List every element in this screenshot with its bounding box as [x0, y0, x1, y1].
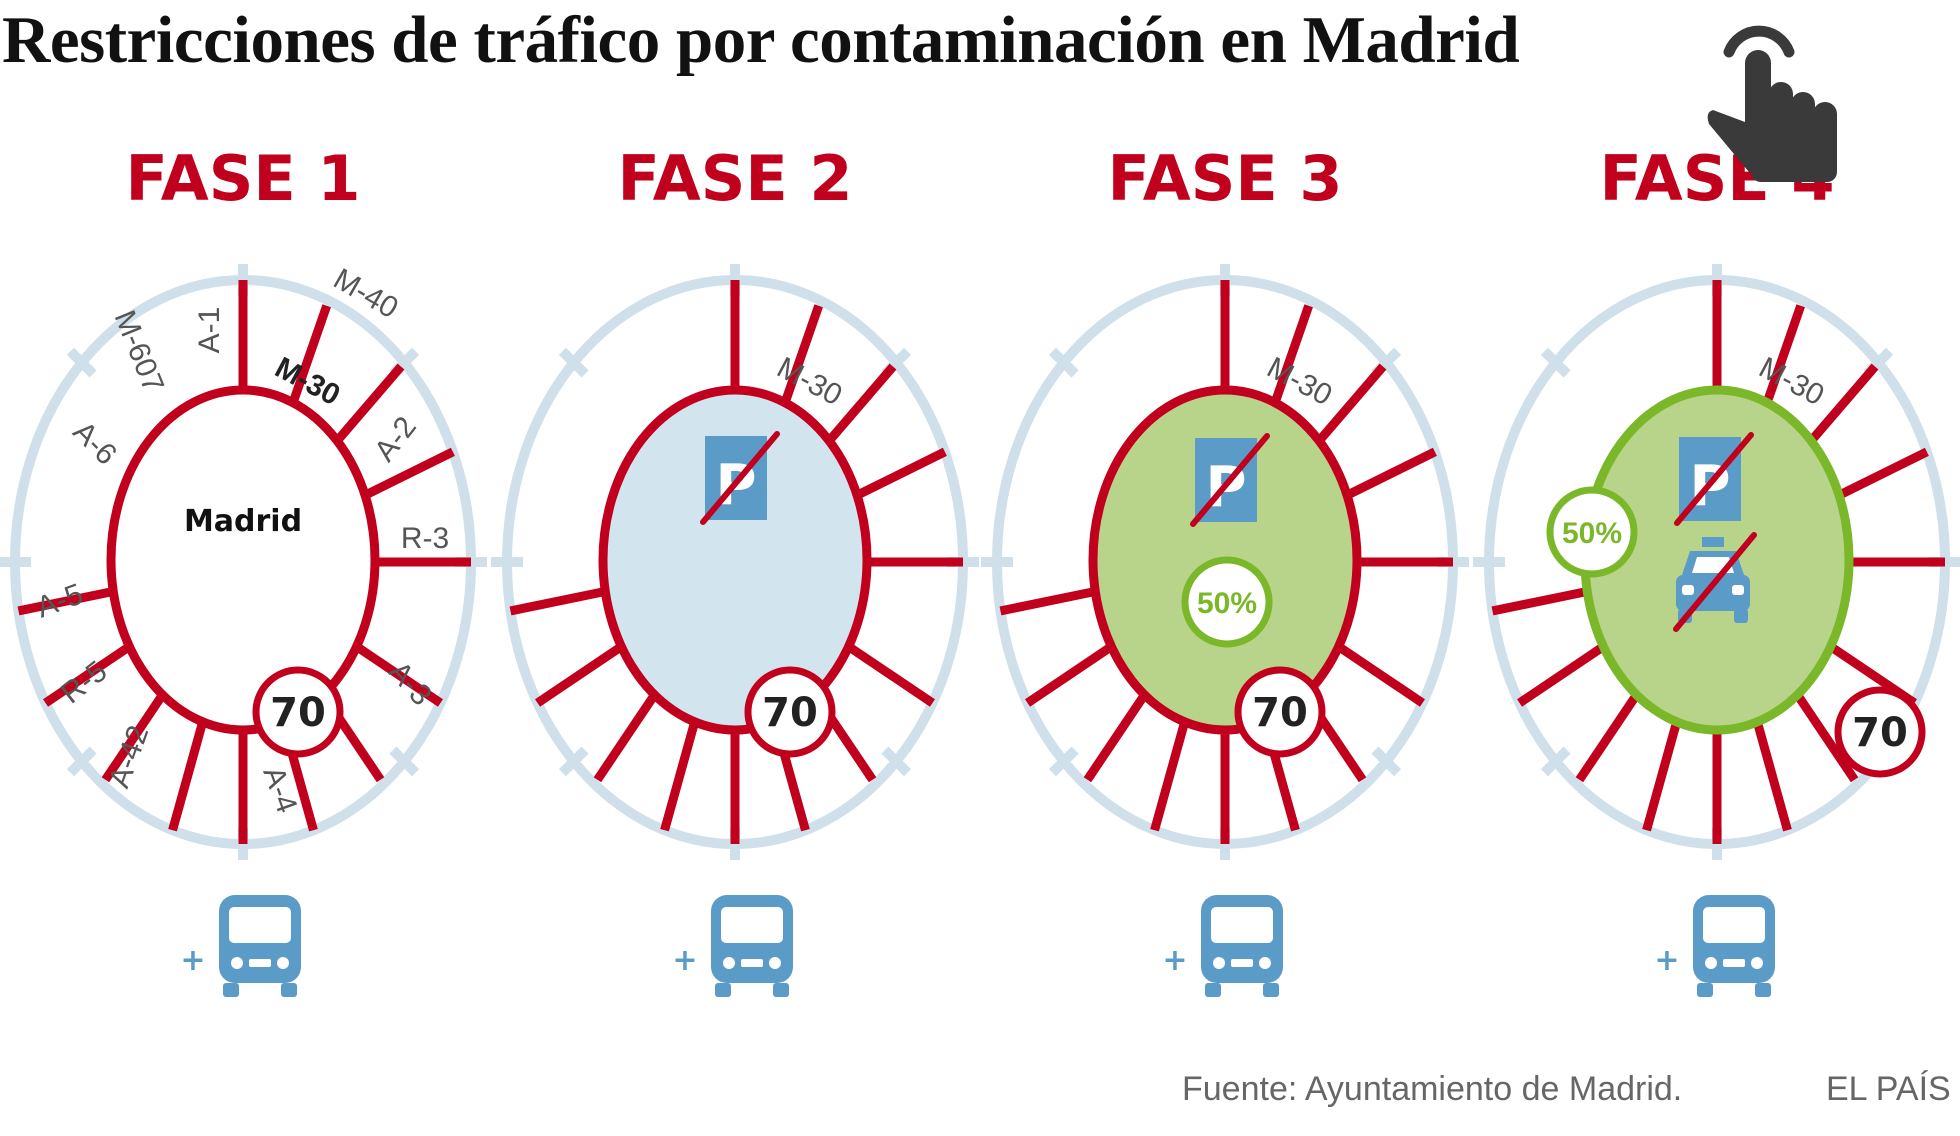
radial-road	[1083, 693, 1148, 783]
radial-road	[1517, 643, 1606, 707]
no-parking-icon: P	[1674, 432, 1754, 526]
radial-road	[1642, 722, 1681, 832]
hand-pointer-icon[interactable]	[1705, 12, 1865, 187]
phase-3: FASE 3M-30P50%70+	[981, 142, 1469, 997]
ban-line	[1190, 433, 1270, 527]
m30-ring	[106, 385, 380, 735]
label-a42: A-42	[103, 721, 156, 792]
speed-limit-sign: 70	[1234, 666, 1326, 758]
m40-junction	[66, 746, 97, 777]
speed-limit-value: 70	[1852, 710, 1908, 756]
m40-junction	[1371, 746, 1402, 777]
percent-label: 50%	[1197, 587, 1257, 620]
label-a5: A-5	[32, 578, 87, 625]
m40-junction	[558, 347, 589, 378]
m40-junction	[1540, 746, 1571, 777]
label-m607: M-607	[108, 306, 170, 397]
radial-road	[1336, 643, 1425, 707]
phase-4: FASE 4M-30P50%70+	[1473, 142, 1960, 997]
label-madrid: Madrid	[184, 504, 302, 539]
no-parking-icon: P	[1190, 433, 1270, 527]
taxi-icon	[1673, 532, 1757, 632]
plus-sign: +	[1654, 943, 1679, 978]
label-a2: A-2	[368, 411, 423, 468]
radial-road	[660, 722, 699, 832]
radial-road	[1806, 363, 1879, 445]
radial-road	[362, 447, 455, 500]
speed-limit-value: 70	[1252, 690, 1308, 736]
radial-road	[1836, 447, 1929, 500]
bus-icon	[219, 895, 301, 997]
plus-sign: +	[180, 943, 205, 978]
label-a6: A-6	[67, 415, 123, 471]
radial-road	[824, 363, 897, 445]
bus-icon	[1201, 895, 1283, 997]
m40-junction	[389, 746, 420, 777]
speed-limit-sign: 70	[252, 666, 344, 758]
m40-junction	[1048, 746, 1079, 777]
percent-badge: 50%	[1181, 556, 1273, 648]
m40-junction	[881, 746, 912, 777]
radial-road	[1270, 304, 1313, 406]
radial-road	[854, 447, 947, 500]
radial-road	[535, 643, 624, 707]
ban-line	[1674, 432, 1754, 526]
m40-junction	[558, 746, 589, 777]
label-a3: A-3	[382, 655, 438, 712]
radial-road	[1344, 447, 1437, 500]
radial-road	[846, 643, 935, 707]
percent-label: 50%	[1562, 517, 1622, 550]
m40-junction	[66, 347, 97, 378]
m30-ring	[598, 385, 872, 735]
percent-badge: 50%	[1546, 486, 1638, 578]
phase-title: FASE 1	[126, 142, 361, 215]
radial-road	[1025, 643, 1114, 707]
plus-sign: +	[672, 943, 697, 978]
speed-limit-sign: 70	[744, 666, 836, 758]
phase-title: FASE 2	[618, 142, 853, 215]
source-note: Fuente: Ayuntamiento de Madrid.	[1182, 1070, 1683, 1108]
m40-junction	[1540, 347, 1571, 378]
phase-title: FASE 3	[1108, 142, 1343, 215]
radial-road	[780, 304, 823, 406]
radial-road	[1794, 693, 1859, 783]
radial-road	[999, 587, 1096, 616]
page-title: Restricciones de tráfico por contaminaci…	[2, 3, 1520, 77]
radial-road	[354, 643, 443, 707]
m40-junction	[1048, 347, 1079, 378]
radial-road	[101, 693, 166, 783]
radial-road	[1762, 304, 1805, 406]
radial-road	[332, 363, 405, 445]
bus-icon	[1693, 895, 1775, 997]
brand-label: EL PAÍS	[1826, 1070, 1951, 1108]
radial-road	[1314, 363, 1387, 445]
radial-road	[17, 587, 114, 616]
label-r3: R-3	[401, 522, 449, 555]
speed-limit-value: 70	[762, 690, 818, 736]
ban-line	[1673, 532, 1757, 632]
radial-road	[43, 643, 132, 707]
speed-limit-sign: 70	[1834, 686, 1926, 778]
no-parking-icon: P	[700, 431, 780, 525]
label-a1: A-1	[193, 307, 226, 354]
plus-sign: +	[1162, 943, 1187, 978]
radial-road	[1575, 693, 1640, 783]
bus-icon	[711, 895, 793, 997]
radial-road	[168, 722, 207, 832]
radial-road	[288, 304, 331, 406]
radial-road	[593, 693, 658, 783]
radial-road	[1753, 722, 1792, 832]
radial-road	[1491, 587, 1588, 616]
label-m40: M-40	[328, 262, 404, 325]
ban-line	[700, 431, 780, 525]
radial-road	[509, 587, 606, 616]
speed-limit-value: 70	[270, 690, 326, 736]
radial-road	[1150, 722, 1189, 832]
phase-2: FASE 2M-30P70+	[491, 142, 979, 997]
